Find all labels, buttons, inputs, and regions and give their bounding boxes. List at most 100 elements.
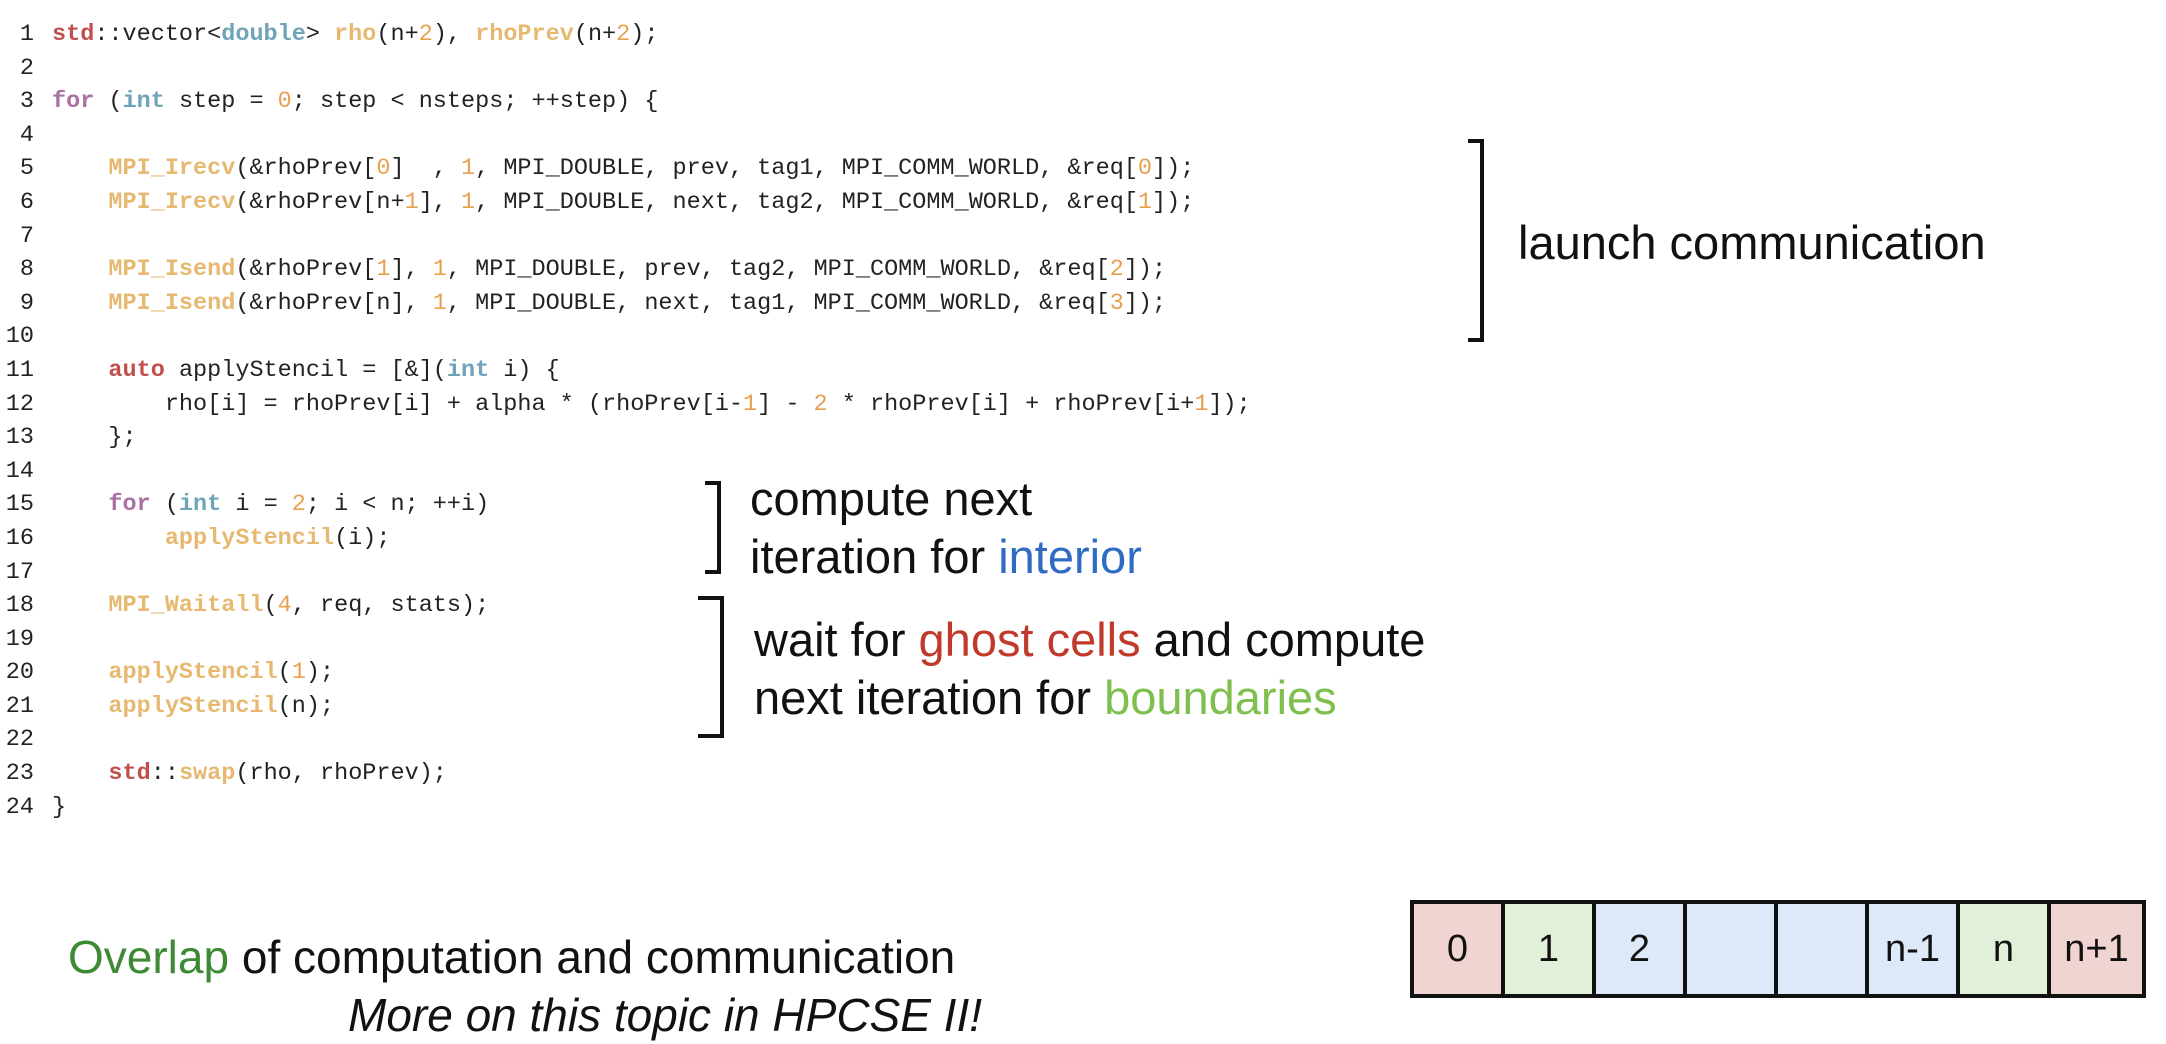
launch-annotation: launch communication	[1518, 216, 1986, 269]
code-token: 2	[1109, 256, 1124, 284]
code-token: (&rhoPrev[n],	[235, 289, 433, 317]
line-number: 8	[19, 256, 34, 284]
array-cell	[1778, 904, 1869, 994]
code-token: rho[i] = rhoPrev[i] + alpha * (rhoPrev[i…	[52, 390, 744, 418]
code-token: , MPI_DOUBLE, next, tag2, MPI_COMM_WORLD…	[475, 188, 1138, 216]
code-token: };	[52, 424, 137, 452]
wait-annotation-line2-prefix: next iteration for	[754, 671, 1105, 724]
array-cell	[1687, 904, 1778, 994]
code-token	[52, 155, 108, 182]
code-text: rho[i] = rhoPrev[i] + alpha * (rhoPrev[i…	[52, 391, 1251, 418]
code-line: 12 rho[i] = rhoPrev[i] + alpha * (rhoPre…	[0, 388, 1530, 422]
ghost-cells-highlight: ghost cells	[918, 613, 1141, 666]
array-cell: n+1	[2051, 904, 2142, 994]
code-text: applyStencil(i);	[52, 524, 391, 552]
code-token: MPI_Irecv	[108, 188, 236, 216]
code-token: (&rhoPrev[	[235, 155, 377, 183]
compute-bracket	[705, 481, 721, 574]
code-token: int	[178, 491, 222, 519]
code-token: auto	[108, 356, 165, 384]
line-number: 23	[5, 760, 34, 788]
code-line: 1 std::vector<double> rho(n+2), rhoPrev(n…	[0, 18, 1530, 52]
boundaries-highlight: boundaries	[1104, 671, 1337, 724]
code-token: 0	[277, 88, 292, 116]
code-line: 18 MPI_Waitall(4, req, stats);	[0, 589, 1530, 623]
code-token	[52, 491, 108, 518]
code-token: , MPI_DOUBLE, next, tag1, MPI_COMM_WORLD…	[446, 289, 1110, 317]
code-token: ],	[418, 188, 461, 216]
code-line: 20 applyStencil(1);	[0, 656, 1530, 690]
wait-annotation-prefix: wait for	[754, 613, 919, 666]
code-token: 1	[432, 289, 447, 317]
code-token	[52, 659, 108, 686]
code-line: 15 for (int i = 2; i < n; ++i)	[0, 488, 1530, 522]
wait-annotation-line2: next iteration for boundaries	[754, 669, 1425, 727]
code-text: for (int i = 2; i < n; ++i)	[52, 491, 489, 518]
code-token: MPI_Waitall	[108, 592, 264, 620]
code-token: applyStencil = [&](	[164, 356, 447, 384]
code-line: 6 MPI_Irecv(&rhoPrev[n+1], 1, MPI_DOUBLE…	[0, 186, 1530, 220]
code-token: (n+	[376, 21, 419, 48]
line-number: 1	[19, 21, 34, 48]
code-token: double	[221, 21, 306, 48]
code-token: applyStencil	[108, 659, 278, 687]
line-number: 24	[5, 793, 34, 821]
code-token: ]);	[1152, 188, 1195, 216]
code-token: 0	[376, 155, 391, 183]
line-number: 22	[5, 726, 34, 754]
code-token: , MPI_DOUBLE, prev, tag1, MPI_COMM_WORLD…	[475, 155, 1138, 183]
code-token: 3	[1109, 289, 1124, 317]
code-token: (i);	[334, 524, 391, 552]
code-token: ] ,	[390, 155, 461, 183]
wait-annotation-suffix: and compute	[1140, 613, 1426, 666]
code-listing: 1 std::vector<double> rho(n+2), rhoPrev(n…	[0, 18, 1530, 824]
code-token: MPI_Isend	[108, 256, 236, 284]
code-token: );	[305, 659, 335, 687]
code-token	[52, 357, 108, 384]
code-token: 0	[1137, 155, 1153, 183]
code-token: (&rhoPrev[	[235, 256, 377, 284]
interior-highlight: interior	[998, 530, 1142, 583]
code-token: swap	[178, 760, 236, 788]
compute-annotation: compute next iteration for interior	[750, 470, 1142, 586]
code-token	[52, 592, 108, 619]
line-number: 4	[19, 121, 34, 149]
code-text: };	[52, 424, 137, 452]
code-line: 22	[0, 723, 1530, 757]
code-line: 8 MPI_Isend(&rhoPrev[1], 1, MPI_DOUBLE, …	[0, 253, 1530, 287]
code-token: for	[108, 491, 151, 519]
code-line: 9 MPI_Isend(&rhoPrev[n], 1, MPI_DOUBLE, …	[0, 287, 1530, 321]
code-token: (	[277, 659, 292, 687]
code-token: (	[94, 88, 123, 116]
code-token: }	[52, 793, 67, 821]
code-token: 1	[291, 659, 306, 687]
code-token: MPI_Isend	[108, 289, 236, 317]
code-token: 1	[376, 256, 391, 284]
code-token: (	[150, 491, 179, 519]
line-number: 3	[19, 88, 34, 116]
code-token: std	[108, 760, 151, 788]
code-token: (&rhoPrev[n+	[235, 188, 405, 216]
code-token: i =	[221, 491, 292, 519]
code-token: , req, stats);	[291, 592, 490, 620]
code-text: std::vector<double> rho(n+2), rhoPrev(n+…	[52, 21, 658, 48]
array-cell: 2	[1596, 904, 1687, 994]
line-number: 10	[5, 323, 34, 351]
code-token: 4	[277, 592, 292, 620]
code-line: 11 auto applyStencil = [&](int i) {	[0, 354, 1530, 388]
code-token: (	[263, 592, 278, 620]
code-token: rho	[334, 21, 377, 48]
code-token: 1	[404, 188, 419, 216]
code-token: , MPI_DOUBLE, prev, tag2, MPI_COMM_WORLD…	[446, 256, 1110, 284]
code-token: i) {	[489, 356, 560, 384]
code-token: 1	[461, 188, 476, 216]
overlap-caption: Overlap of computation and communication	[68, 930, 955, 984]
code-line: 4	[0, 119, 1530, 153]
code-token: std	[52, 21, 95, 48]
compute-annotation-line1: compute next	[750, 472, 1033, 525]
code-token: ::vector<	[94, 21, 222, 48]
code-token: ::	[150, 760, 179, 788]
code-line: 19	[0, 623, 1530, 657]
compute-annotation-line2: iteration for interior	[750, 528, 1142, 586]
